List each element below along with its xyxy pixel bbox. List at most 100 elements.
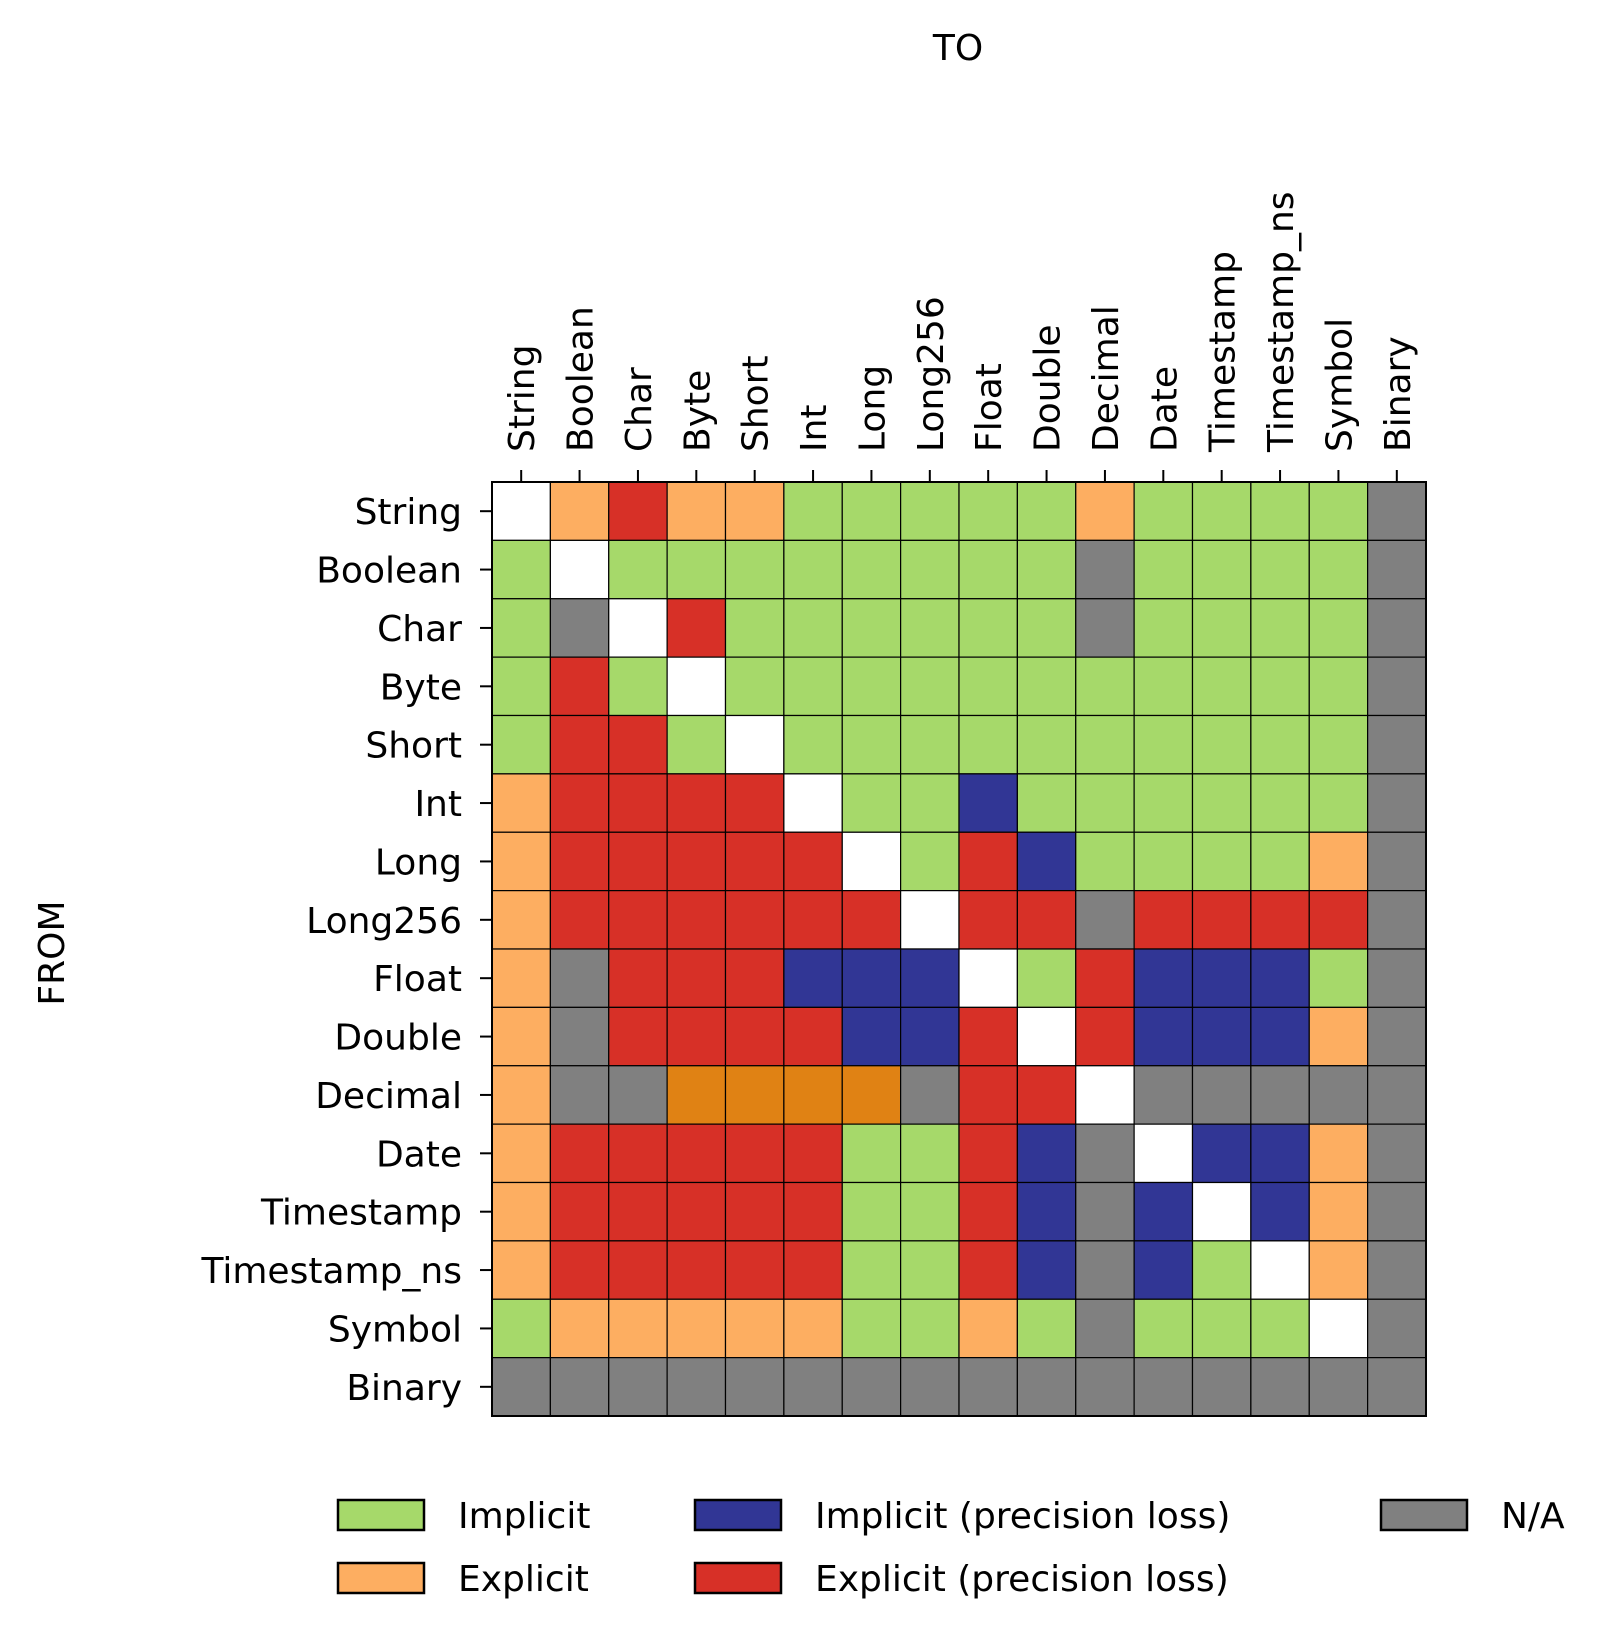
y-tick-label: Timestamp [260,1193,462,1234]
cell-timestamp-to-char [608,1181,668,1242]
y-tick-label: Boolean [316,551,462,592]
cell-int-to-long256 [900,773,960,833]
cell-byte-to-long256 [900,656,960,717]
cell-symbol-to-decimal [1075,1298,1135,1359]
cell-decimal-to-decimal [1075,1065,1135,1125]
cell-long-to-date [1133,831,1194,892]
cell-binary-to-decimal [1075,1357,1135,1417]
legend-label: Explicit [458,1559,589,1600]
cell-long256-to-symbol [1308,890,1369,950]
cell-long256-to-short [724,890,785,950]
x-tick-label: Byte [677,370,718,452]
cell-long-to-timestamp [1191,831,1252,892]
cell-boolean-to-boolean [549,539,610,600]
cell-binary-to-symbol [1308,1357,1369,1417]
cell-timestamp_ns-to-date [1133,1240,1194,1300]
y-tick-label: String [355,492,462,533]
cell-char-to-decimal [1075,598,1135,658]
cell-date-to-int [783,1123,843,1184]
cell-int-to-char [608,773,668,833]
cell-symbol-to-short [724,1298,785,1359]
cell-double-to-boolean [549,1006,610,1067]
cell-long-to-short [724,831,785,892]
cell-int-to-decimal [1075,773,1135,833]
cell-symbol-to-char [608,1298,668,1359]
cell-double-to-binary [1367,1006,1427,1067]
cell-date-to-timestamp [1191,1123,1252,1184]
cell-int-to-symbol [1308,773,1369,833]
cell-double-to-short [724,1006,785,1067]
cell-timestamp-to-long [841,1181,902,1242]
cell-int-to-float [958,773,1018,833]
cell-short-to-long256 [900,714,960,775]
cell-decimal-to-float [958,1065,1018,1125]
cell-char-to-timestamp_ns [1250,598,1310,658]
cell-boolean-to-timestamp [1191,539,1252,600]
cell-long256-to-boolean [549,890,610,950]
cell-boolean-to-symbol [1308,539,1369,600]
cell-int-to-date [1133,773,1194,833]
cell-decimal-to-char [608,1065,668,1125]
cell-byte-to-char [608,656,668,717]
cell-boolean-to-double [1016,539,1077,600]
cell-binary-to-timestamp [1191,1357,1252,1417]
y-tick-label: Int [414,784,462,825]
cell-short-to-boolean [549,714,610,775]
cell-float-to-date [1133,948,1194,1008]
cell-string-to-boolean [549,481,610,541]
cell-date-to-long [841,1123,902,1184]
cell-char-to-double [1016,598,1077,658]
cell-date-to-short [724,1123,785,1184]
cell-timestamp_ns-to-string [491,1240,551,1300]
cell-short-to-decimal [1075,714,1135,775]
cell-timestamp_ns-to-short [724,1240,785,1300]
cell-timestamp_ns-to-double [1016,1240,1077,1300]
cell-char-to-boolean [549,598,610,658]
legend-entry: Explicit (precision loss) [693,1559,1229,1600]
cell-long256-to-decimal [1075,890,1135,950]
cell-float-to-string [491,948,551,1008]
cell-float-to-short [724,948,785,1008]
cell-byte-to-date [1133,656,1194,717]
cell-decimal-to-boolean [549,1065,610,1125]
cell-short-to-byte [666,714,727,775]
cell-string-to-string [491,481,551,541]
cell-long-to-binary [1367,831,1427,892]
cell-binary-to-binary [1367,1357,1427,1417]
cell-decimal-to-short [724,1065,785,1125]
y-tick-label: Double [334,1018,462,1059]
cell-short-to-float [958,714,1018,775]
cell-binary-to-long256 [900,1357,960,1417]
cell-timestamp-to-short [724,1181,785,1242]
heatmap-cells [491,481,1427,1417]
cell-timestamp-to-date [1133,1181,1194,1242]
y-tick-label: Long256 [306,901,462,942]
legend-swatch [693,1498,783,1532]
cell-boolean-to-date [1133,539,1194,600]
cell-int-to-long [841,773,902,833]
cell-byte-to-symbol [1308,656,1369,717]
legend-entry: Implicit [336,1496,590,1537]
cell-short-to-timestamp [1191,714,1252,775]
cell-char-to-symbol [1308,598,1369,658]
cell-timestamp-to-timestamp [1191,1181,1252,1242]
cell-string-to-symbol [1308,481,1369,541]
cell-char-to-float [958,598,1018,658]
cell-date-to-char [608,1123,668,1184]
cell-boolean-to-int [783,539,843,600]
cell-binary-to-boolean [549,1357,610,1417]
cell-timestamp_ns-to-timestamp_ns [1250,1240,1310,1300]
cell-long256-to-long [841,890,902,950]
cell-byte-to-string [491,656,551,717]
cell-binary-to-double [1016,1357,1077,1417]
x-tick-label: Date [1144,366,1185,452]
cell-timestamp-to-byte [666,1181,727,1242]
cell-decimal-to-binary [1367,1065,1427,1125]
cell-int-to-timestamp [1191,773,1252,833]
cell-string-to-binary [1367,481,1427,541]
cell-string-to-short [724,481,785,541]
legend-label: Explicit (precision loss) [815,1559,1229,1600]
cell-date-to-float [958,1123,1018,1184]
cell-long-to-char [608,831,668,892]
